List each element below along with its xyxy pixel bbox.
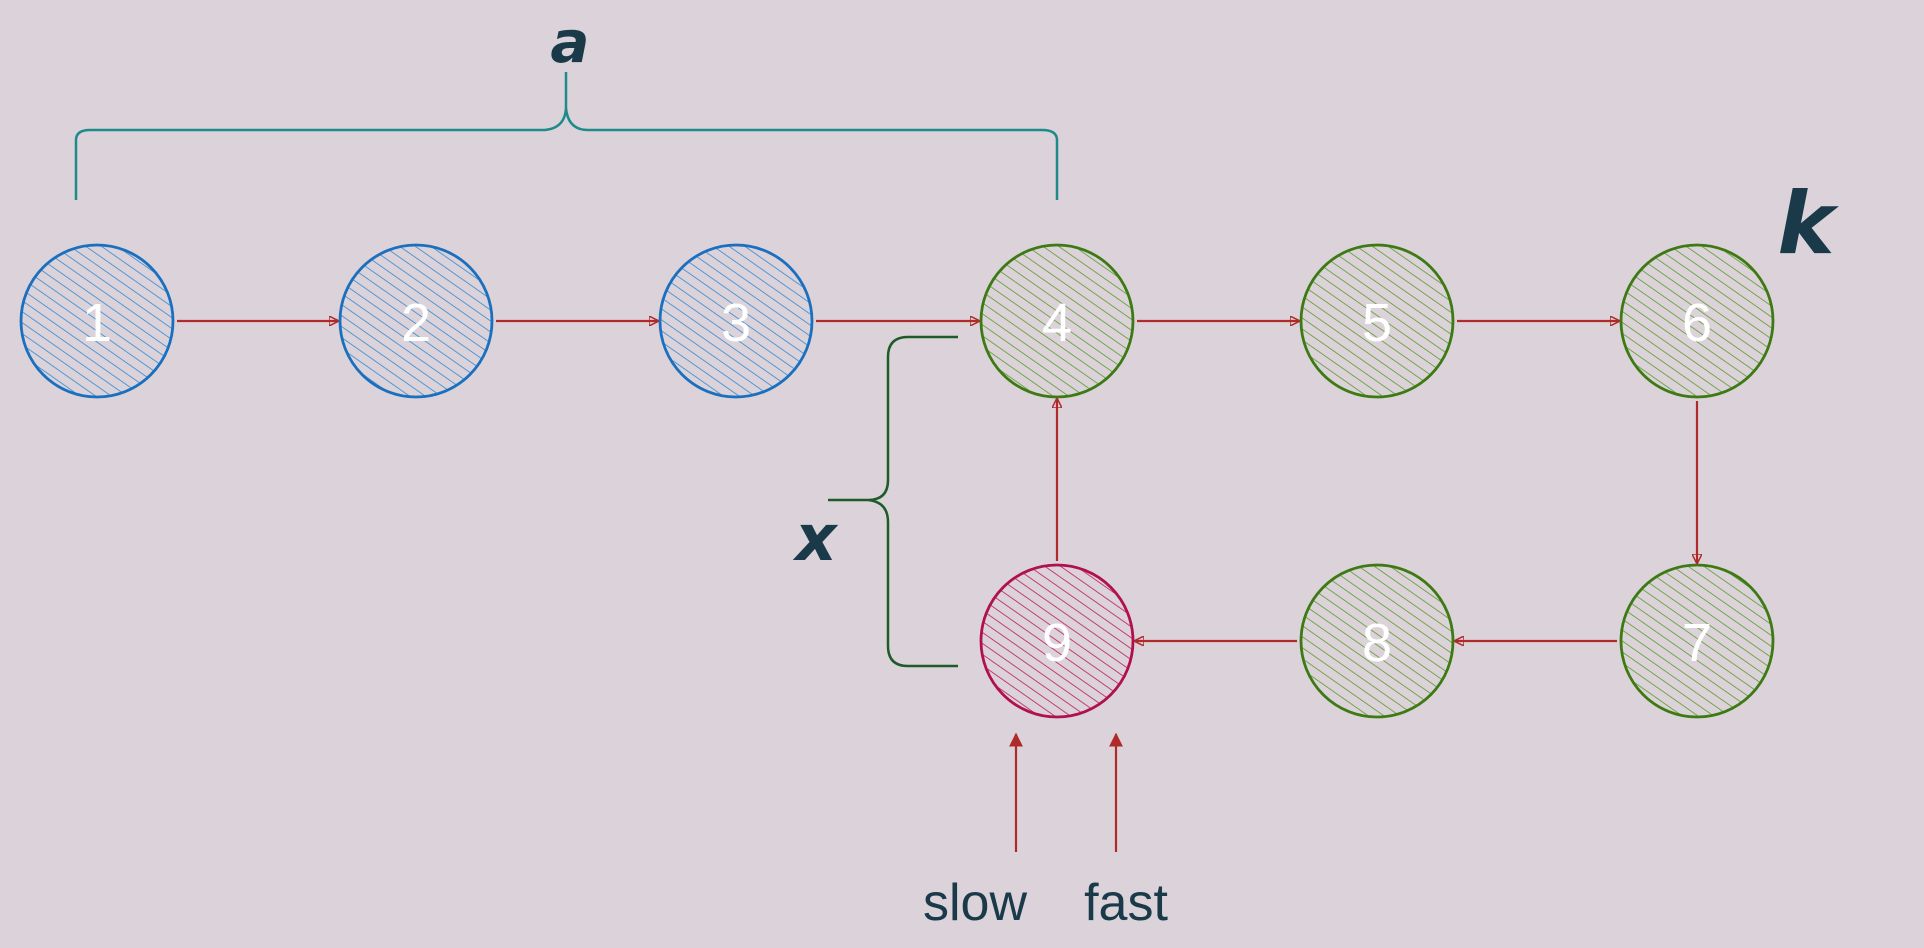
node-label: 6: [1682, 293, 1712, 353]
node-circle: [19, 243, 175, 399]
node-circle: [979, 243, 1135, 399]
node-circle: [1299, 243, 1455, 399]
brace-x-label: x: [792, 502, 838, 576]
node-circle: [1619, 563, 1775, 719]
list-node-7: 7: [1619, 563, 1775, 719]
node-circle: [1299, 563, 1455, 719]
list-node-2: 2: [338, 243, 494, 399]
pointers: slow fast: [923, 732, 1168, 932]
node-label: 8: [1362, 613, 1392, 673]
brace-a-label: a: [550, 8, 589, 76]
node-label: 4: [1042, 293, 1072, 353]
node-label: 2: [401, 293, 431, 353]
list-node-6: 6: [1619, 243, 1775, 399]
list-node-8: 8: [1299, 563, 1455, 719]
node-circle: [979, 563, 1135, 719]
node-label: 3: [721, 293, 751, 353]
node-circle: [658, 243, 814, 399]
node-label: 9: [1042, 613, 1072, 673]
brace-x: [828, 335, 958, 668]
slow-pointer-label: slow: [923, 874, 1027, 932]
node-label: 1: [82, 293, 112, 353]
list-node-4: 4: [979, 243, 1135, 399]
node-label: 7: [1682, 613, 1712, 673]
fast-pointer-label: fast: [1084, 874, 1168, 932]
nodes: 1 2 3 4 5 6 7 8 9: [19, 243, 1775, 719]
brace-a: [74, 72, 1059, 200]
edges: [177, 321, 1697, 641]
cycle-k-label: k: [1777, 174, 1839, 274]
list-node-3: 3: [658, 243, 814, 399]
node-label: 5: [1362, 293, 1392, 353]
list-node-1: 1: [19, 243, 175, 399]
list-node-9: 9: [979, 563, 1135, 719]
list-node-5: 5: [1299, 243, 1455, 399]
node-circle: [338, 243, 494, 399]
node-circle: [1619, 243, 1775, 399]
